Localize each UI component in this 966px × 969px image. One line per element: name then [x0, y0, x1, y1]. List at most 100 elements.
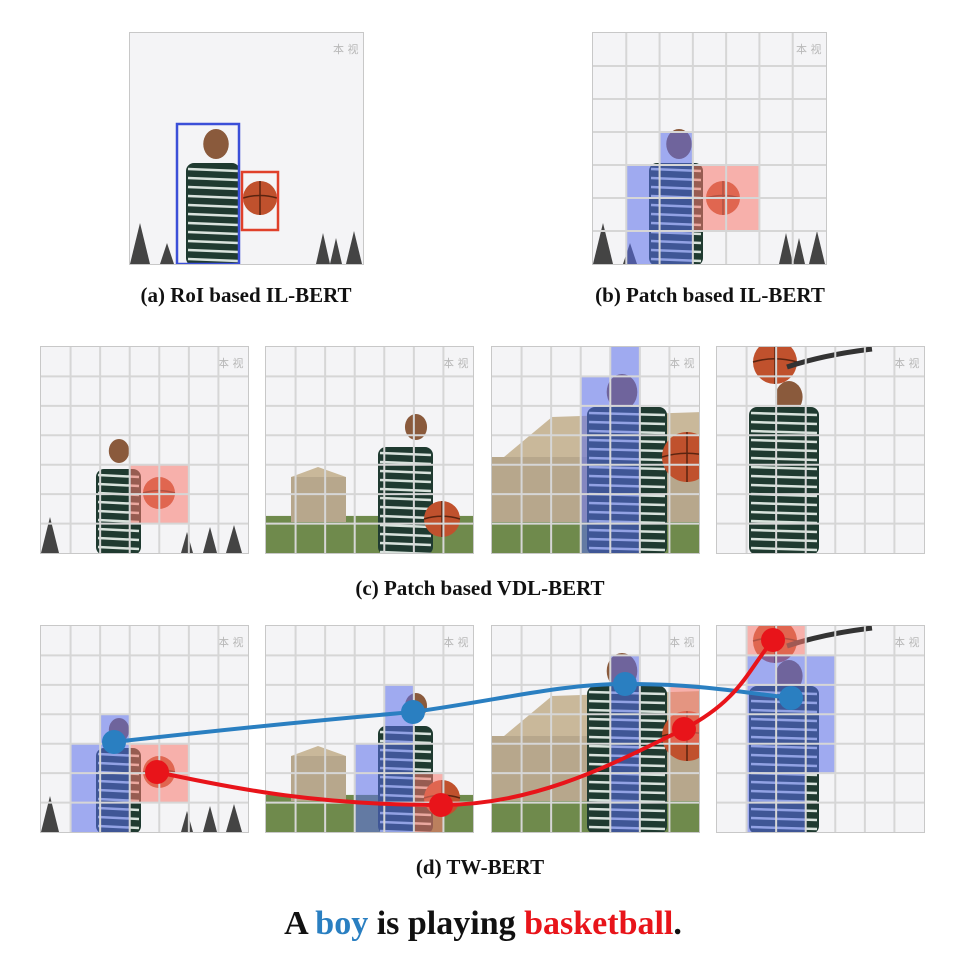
highlight-patch — [659, 165, 693, 198]
highlight-patch — [384, 773, 414, 803]
highlight-patch — [776, 655, 806, 685]
frame-image: 本 视 — [492, 626, 699, 832]
highlight-patch — [354, 802, 385, 832]
caption-d: (d) TW-BERT — [415, 855, 545, 879]
highlight-patch — [70, 773, 101, 803]
highlight-patch — [669, 684, 699, 715]
frame-image: 本 视 — [593, 33, 826, 264]
vdl-frame-2: 本 视 — [265, 346, 474, 554]
highlight-patch — [100, 743, 130, 774]
tw-frame-4: 本 视 — [716, 625, 925, 833]
highlight-patch — [626, 165, 660, 198]
watermark-text: 本 视 — [218, 635, 244, 649]
highlight-patch — [70, 802, 101, 832]
watermark-text: 本 视 — [669, 635, 695, 649]
highlight-patch — [100, 773, 130, 803]
vdl-frame-4: 本 视 — [716, 346, 925, 554]
highlight-patch — [129, 464, 160, 495]
highlight-patch — [776, 802, 806, 832]
caption-b: (b) Patch based IL-BERT — [595, 283, 825, 307]
highlight-patch — [100, 714, 130, 744]
highlight-patch — [746, 626, 777, 656]
highlight-patch — [159, 773, 189, 803]
sentence-middle: is playing — [368, 905, 525, 942]
highlight-patch — [610, 464, 640, 495]
caption-a: (a) RoI based IL-BERT — [140, 283, 352, 307]
highlight-patch — [746, 773, 777, 803]
vdl-frame-1: 本 视 — [40, 346, 249, 554]
highlight-patch — [384, 714, 414, 744]
highlight-patch — [159, 743, 189, 774]
highlight-patch — [384, 802, 414, 832]
highlight-patch — [626, 231, 660, 264]
watermark-text: 本 视 — [894, 356, 920, 370]
highlight-patch — [659, 132, 693, 165]
highlight-patch — [610, 802, 640, 832]
tw-frame-3: 本 视 — [491, 625, 700, 833]
highlight-patch — [692, 165, 727, 198]
highlight-patch — [805, 743, 836, 774]
highlight-patch — [610, 523, 640, 553]
highlight-patch — [726, 165, 760, 198]
highlight-patch — [746, 655, 777, 685]
highlight-patch — [610, 376, 640, 406]
highlight-patch — [354, 743, 385, 774]
highlight-patch — [746, 743, 777, 774]
highlight-patch — [726, 198, 760, 231]
tw-frame-2: 本 视 — [265, 625, 474, 833]
highlight-patch — [610, 773, 640, 803]
highlight-patch — [70, 743, 101, 774]
highlight-patch — [413, 773, 444, 803]
highlight-patch — [354, 773, 385, 803]
frame-image: 本 视 — [266, 626, 473, 832]
boy-head — [108, 439, 130, 463]
frame-image: 本 视 — [492, 347, 699, 553]
frame-image: 本 视 — [717, 347, 924, 553]
highlight-patch — [580, 405, 611, 436]
highlight-patch — [159, 464, 189, 495]
highlight-patch — [580, 494, 611, 524]
highlight-patch — [610, 714, 640, 744]
highlight-patch — [805, 684, 836, 715]
highlight-patch — [159, 494, 189, 524]
patch-frame-il: 本 视 — [592, 32, 827, 265]
highlight-patch — [805, 655, 836, 685]
boy-body — [749, 407, 819, 553]
highlight-patch — [610, 743, 640, 774]
highlight-patch — [129, 494, 160, 524]
highlight-patch — [746, 684, 777, 715]
highlight-patch — [776, 773, 806, 803]
highlight-patch — [580, 523, 611, 553]
word-boy: boy — [315, 905, 369, 942]
vdl-frame-3: 本 视 — [491, 346, 700, 554]
basketball — [662, 432, 699, 482]
frame-image: 本 视 — [717, 626, 924, 832]
boy-head — [203, 129, 229, 159]
highlight-patch — [776, 626, 806, 656]
word-basketball: basketball — [524, 905, 674, 942]
highlight-patch — [669, 714, 699, 744]
highlight-patch — [129, 743, 160, 774]
highlight-patch — [610, 405, 640, 436]
frame-image: 本 视 — [41, 626, 248, 832]
highlight-patch — [776, 684, 806, 715]
tw-frame-1: 本 视 — [40, 625, 249, 833]
roi-frame: 本 视 — [129, 32, 364, 265]
watermark-text: 本 视 — [894, 635, 920, 649]
highlight-patch — [776, 714, 806, 744]
highlight-patch — [610, 435, 640, 465]
sentence: A boy is playing basketball. — [0, 905, 966, 943]
highlight-patch — [610, 655, 640, 685]
highlight-patch — [384, 684, 414, 715]
highlight-patch — [580, 376, 611, 406]
highlight-patch — [610, 494, 640, 524]
highlight-patch — [413, 802, 444, 832]
highlight-patch — [384, 743, 414, 774]
sentence-prefix: A — [284, 905, 316, 942]
watermark-text: 本 视 — [669, 356, 695, 370]
caption-c: (c) Patch based VDL-BERT — [355, 576, 605, 600]
boy-head — [404, 414, 428, 440]
highlight-patch — [805, 714, 836, 744]
sentence-suffix: . — [673, 905, 682, 942]
highlight-patch — [659, 231, 693, 264]
